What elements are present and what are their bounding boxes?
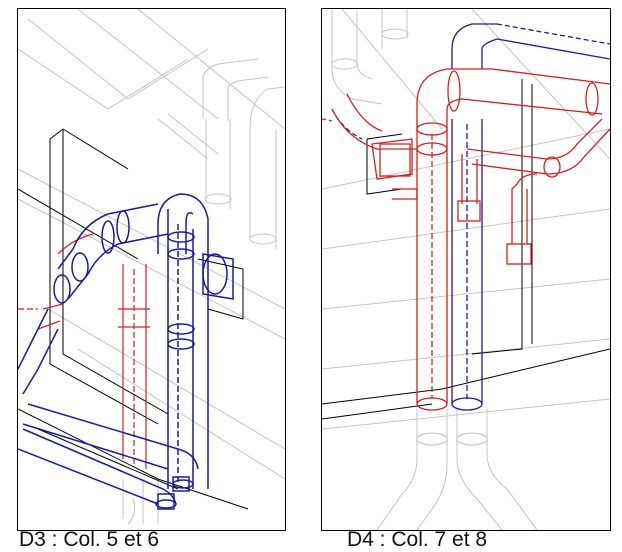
red-pipe-d3 <box>18 233 150 469</box>
diagram-panel-d3 <box>17 8 286 531</box>
background-context-d3 <box>18 9 285 525</box>
pipe-drawing-d3 <box>18 9 285 525</box>
panel-caption-d4: D4 : Col. 7 et 8 <box>347 528 488 551</box>
background-context-d4 <box>322 9 610 530</box>
pipe-drawing-d4 <box>322 9 610 530</box>
frame-outline-d3 <box>18 128 249 510</box>
panel-caption-d3: D3 : Col. 5 et 6 <box>19 528 160 551</box>
diagram-panel-d4 <box>321 8 611 531</box>
blue-pipe-d4 <box>331 23 610 411</box>
red-pipe-d4 <box>322 68 610 411</box>
frame-outline-d4 <box>322 79 610 420</box>
blue-pipe-d3 <box>18 193 234 510</box>
